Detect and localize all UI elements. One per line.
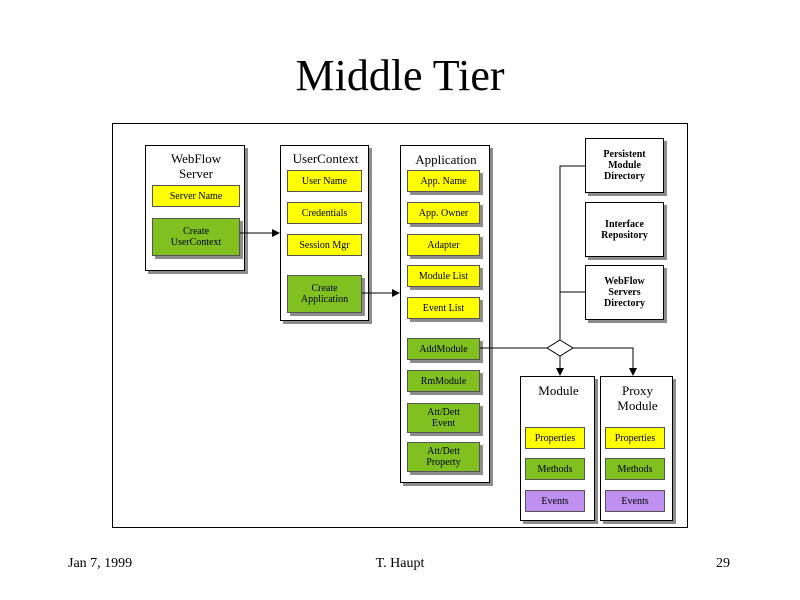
webflow-server-title: WebFlow Server — [170, 151, 222, 181]
application-title: Application — [415, 152, 477, 167]
user-name-attribute: User Name — [287, 170, 362, 192]
create-application-method: Create Application — [287, 275, 362, 313]
module-methods: Methods — [525, 458, 585, 480]
server-name-attribute: Server Name — [152, 185, 240, 207]
module-list-attribute: Module List — [407, 265, 480, 287]
footer-page-number: 29 — [716, 556, 730, 571]
footer-author: T. Haupt — [375, 556, 425, 571]
att-dett-property-method: Att/Dett Property — [407, 442, 480, 472]
module-title: Module — [538, 383, 579, 398]
interface-repository: Interface Repository — [585, 202, 664, 257]
app-name-attribute: App. Name — [407, 170, 480, 192]
webflow-servers-directory: WebFlow Servers Directory — [585, 265, 664, 320]
proxy-module-methods: Methods — [605, 458, 665, 480]
create-usercontext-method: Create UserContext — [152, 218, 240, 256]
att-dett-event-method: Att/Dett Event — [407, 403, 480, 433]
session-mgr-attribute: Session Mgr — [287, 234, 362, 256]
slide-title: Middle Tier — [295, 51, 505, 100]
adapter-attribute: Adapter — [407, 234, 480, 256]
module-events: Events — [525, 490, 585, 512]
proxy-module-events: Events — [605, 490, 665, 512]
line-persistent-directory — [559, 165, 585, 340]
event-list-attribute: Event List — [407, 297, 480, 319]
arrow-to-proxy-module — [573, 347, 637, 376]
addmodule-method: AddModule — [407, 338, 480, 360]
credentials-attribute: Credentials — [287, 202, 362, 224]
rmmodule-method: RmModule — [407, 370, 480, 392]
usercontext-title: UserContext — [292, 151, 359, 166]
persistent-module-directory: Persistent Module Directory — [585, 138, 664, 193]
app-owner-attribute: App. Owner — [407, 202, 480, 224]
proxy-module-properties: Properties — [605, 427, 665, 449]
footer-date: Jan 7, 1999 — [68, 556, 133, 571]
diagram-frame — [112, 123, 688, 528]
proxy-module-title: Proxy Module — [617, 383, 658, 413]
decision-diamond — [546, 339, 574, 357]
module-properties: Properties — [525, 427, 585, 449]
